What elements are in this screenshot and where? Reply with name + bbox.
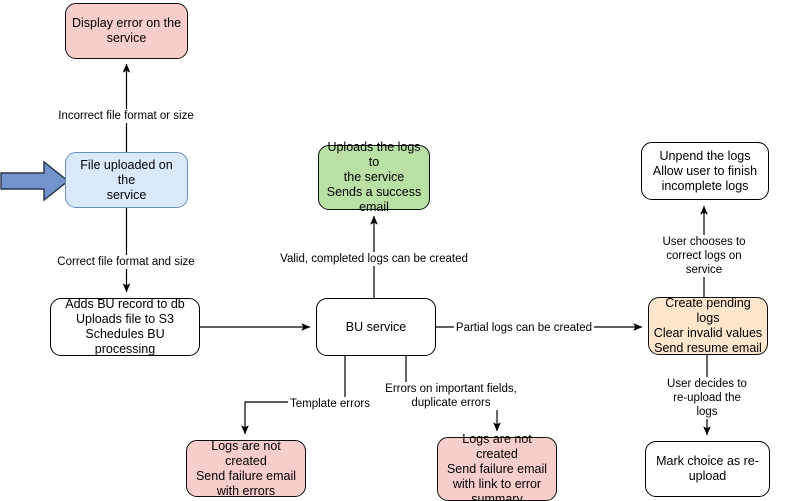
edge-label-important-errors: Errors on important fields, duplicate er… [383, 382, 519, 410]
blue-block-arrow [0, 160, 70, 202]
edge-label-partial-logs: Partial logs can be created [453, 321, 595, 335]
node-uploads-logs[interactable]: Uploads the logs to the service Sends a … [318, 140, 430, 214]
node-adds-bu-record[interactable]: Adds BU record to db Uploads file to S3 … [50, 297, 200, 356]
node-logs-not-created-1[interactable]: Logs are not created Send failure email … [186, 439, 306, 498]
node-display-error[interactable]: Display error on the service [65, 3, 188, 59]
edge-label-correct-format: Correct file format and size [55, 255, 197, 269]
edge-bu-service-to-logs-not-created-1 [241, 356, 346, 435]
node-mark-choice[interactable]: Mark choice as re- upload [645, 441, 770, 497]
node-file-uploaded[interactable]: File uploaded on the service [65, 152, 188, 208]
edge-label-incorrect-format: Incorrect file format or size [56, 109, 196, 123]
edge-label-valid-logs: Valid, completed logs can be created [278, 252, 470, 266]
edge-bu-service-to-logs-not-created-2 [405, 356, 501, 432]
node-logs-not-created-2[interactable]: Logs are not created Send failure email … [437, 432, 557, 501]
edge-label-template-errors: Template errors [288, 397, 372, 411]
edge-label-user-reuploads: User decides to re-upload the logs [660, 377, 754, 419]
node-create-pending[interactable]: Create pending logs Clear invalid values… [648, 296, 768, 355]
node-bu-service[interactable]: BU service [316, 298, 436, 356]
node-unpend-logs[interactable]: Unpend the logs Allow user to finish inc… [641, 142, 769, 200]
edge-label-user-corrects: User chooses to correct logs on service [655, 235, 753, 277]
